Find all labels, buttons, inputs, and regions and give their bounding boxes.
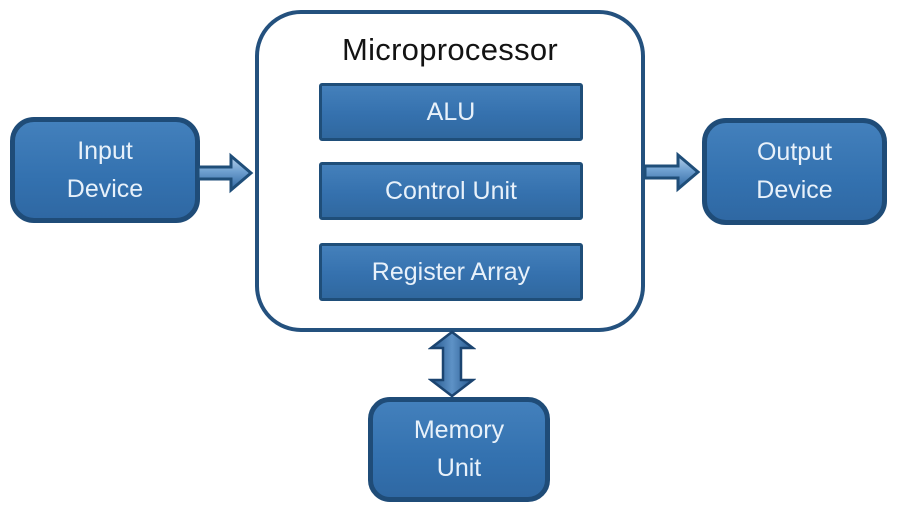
input-to-processor-arrow [196,151,254,195]
memory-unit-label-line2: Unit [436,454,482,482]
alu-label: ALU [426,97,476,126]
input-device-label-line1: Input [77,136,133,165]
output-device-label-line1: Output [756,138,833,166]
memory-unit-box: Memory Unit [368,397,550,502]
output-device-box: Output Device [702,118,887,225]
control-unit-block: Control Unit [319,162,583,220]
register-array-label: Register Array [371,257,531,286]
arrow-right-icon [196,152,254,194]
control-unit-label: Control Unit [385,176,517,205]
microprocessor-title: Microprocessor [341,32,559,67]
register-array-block: Register Array [319,243,583,301]
microprocessor-container: Microprocessor ALU Control Unit Register… [255,10,645,332]
processor-to-output-arrow [643,150,701,194]
arrow-right-icon [643,151,701,193]
memory-unit-label-line1: Memory [413,416,505,444]
alu-block: ALU [319,83,583,141]
input-device-label-line2: Device [66,174,144,203]
arrow-up-down-icon [428,330,476,398]
output-device-label-line2: Device [756,176,833,204]
input-device-box: Input Device [10,117,200,223]
processor-memory-double-arrow [428,330,476,398]
